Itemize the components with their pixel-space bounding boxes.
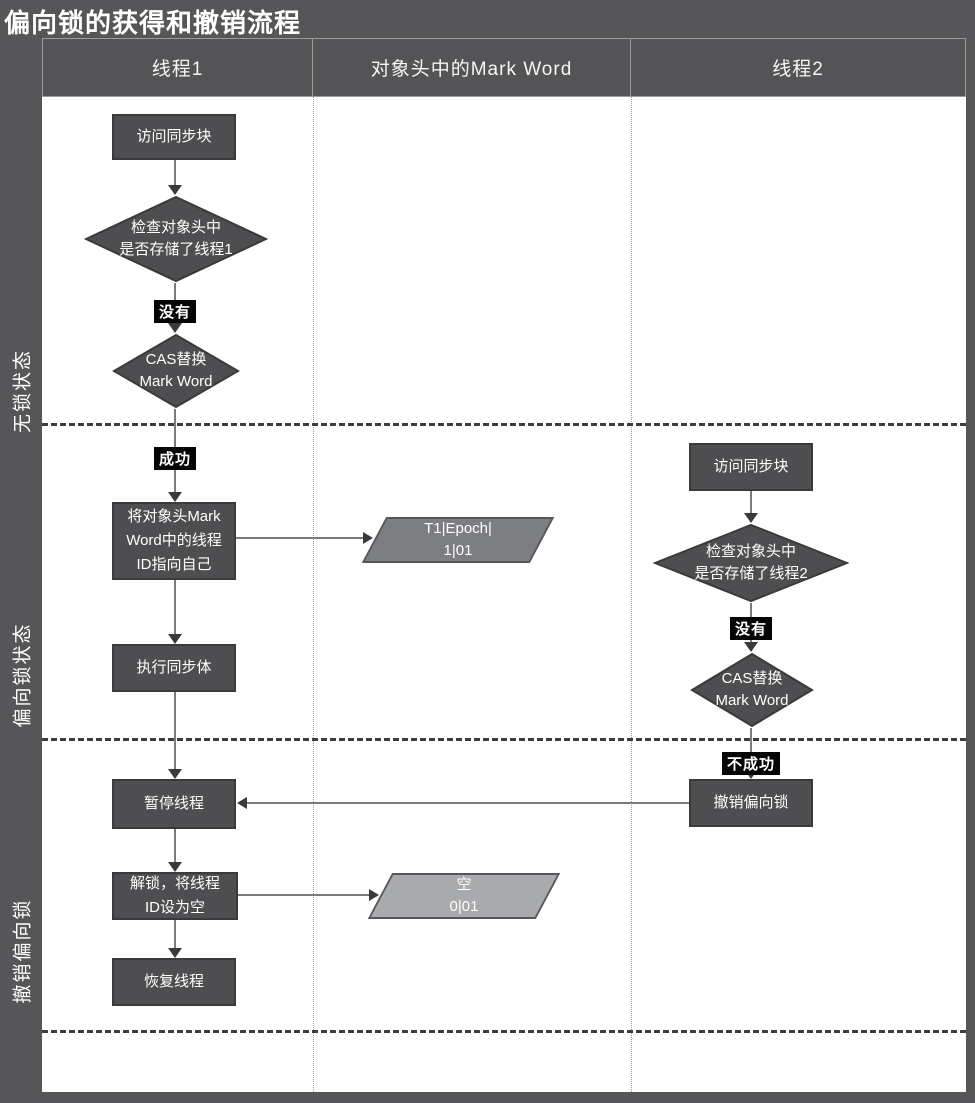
diagram-title: 偏向锁的获得和撤销流程 bbox=[4, 8, 302, 38]
node-resume-thread: 恢复线程 bbox=[112, 958, 236, 1006]
node-cas-t2-label: CAS替换 Mark Word bbox=[715, 669, 789, 710]
label-no-t2: 没有 bbox=[730, 617, 773, 640]
arrow-left-icon bbox=[237, 797, 247, 809]
arrow-line bbox=[174, 692, 176, 770]
node-markword-empty: 空 0|01 bbox=[367, 873, 561, 919]
connector-line bbox=[236, 537, 364, 539]
arrow-down-icon bbox=[168, 492, 182, 502]
arrow-down-icon bbox=[168, 634, 182, 644]
node-cas-t1: CAS替换 Mark Word bbox=[112, 333, 240, 409]
node-check-header-t2-label: 检查对象头中 是否存储了线程2 bbox=[694, 542, 808, 583]
arrow-line bbox=[174, 283, 176, 301]
arrow-line bbox=[174, 466, 176, 493]
lane-header-thread2: 线程2 bbox=[630, 38, 966, 97]
lane-divider-1 bbox=[313, 97, 314, 1092]
stage-divider-1 bbox=[42, 423, 966, 426]
node-unlock: 解锁，将线程 ID设为空 bbox=[112, 872, 238, 920]
arrow-line bbox=[174, 580, 176, 635]
connector-line bbox=[238, 894, 370, 896]
node-check-header-t1-label: 检查对象头中 是否存储了线程1 bbox=[119, 218, 233, 259]
stage-divider-3 bbox=[42, 1030, 966, 1033]
node-revoke-bias: 撤销偏向锁 bbox=[689, 779, 813, 827]
stage-label-lock-free: 无锁状态 bbox=[12, 348, 34, 434]
arrow-down-icon bbox=[168, 862, 182, 872]
arrow-down-icon bbox=[744, 513, 758, 523]
arrow-line bbox=[750, 603, 752, 617]
connector-line bbox=[246, 802, 689, 804]
arrow-line bbox=[174, 409, 176, 448]
node-markword-empty-label: 空 0|01 bbox=[449, 875, 479, 916]
arrow-down-icon bbox=[168, 323, 182, 333]
node-exec-sync: 执行同步体 bbox=[112, 644, 236, 692]
arrow-down-icon bbox=[168, 948, 182, 958]
node-set-thread-id: 将对象头Mark Word中的线程 ID指向自己 bbox=[112, 502, 236, 580]
label-no-t1: 没有 bbox=[154, 300, 197, 323]
lane-header-markword: 对象头中的Mark Word bbox=[312, 38, 631, 97]
node-cas-t2: CAS替换 Mark Word bbox=[690, 652, 814, 728]
arrow-right-icon bbox=[363, 532, 373, 544]
node-access-sync-t2: 访问同步块 bbox=[689, 443, 813, 491]
lane-header-thread1: 线程1 bbox=[42, 38, 313, 97]
arrow-down-icon bbox=[168, 769, 182, 779]
node-markword-biased: T1|Epoch| 1|01 bbox=[361, 517, 555, 563]
arrow-line bbox=[750, 728, 752, 752]
node-access-sync-t1: 访问同步块 bbox=[112, 114, 236, 160]
label-fail: 不成功 bbox=[722, 752, 781, 775]
arrow-down-icon bbox=[168, 185, 182, 195]
arrow-line bbox=[750, 491, 752, 514]
node-cas-t1-label: CAS替换 Mark Word bbox=[139, 350, 213, 391]
arrow-line bbox=[174, 920, 176, 949]
lane-divider-2 bbox=[631, 97, 632, 1092]
stage-label-revoke: 撤销偏向锁 bbox=[12, 898, 34, 1004]
label-success: 成功 bbox=[154, 447, 197, 470]
node-pause-thread: 暂停线程 bbox=[112, 779, 236, 829]
stage-label-biased: 偏向锁状态 bbox=[12, 622, 34, 728]
arrow-right-icon bbox=[369, 889, 379, 901]
arrow-down-icon bbox=[744, 642, 758, 652]
stage-divider-2 bbox=[42, 738, 966, 741]
arrow-line bbox=[174, 829, 176, 863]
node-check-header-t2: 检查对象头中 是否存储了线程2 bbox=[653, 523, 849, 603]
node-markword-biased-label: T1|Epoch| 1|01 bbox=[424, 519, 492, 560]
arrow-line bbox=[174, 160, 176, 186]
node-check-header-t1: 检查对象头中 是否存储了线程1 bbox=[84, 195, 268, 283]
